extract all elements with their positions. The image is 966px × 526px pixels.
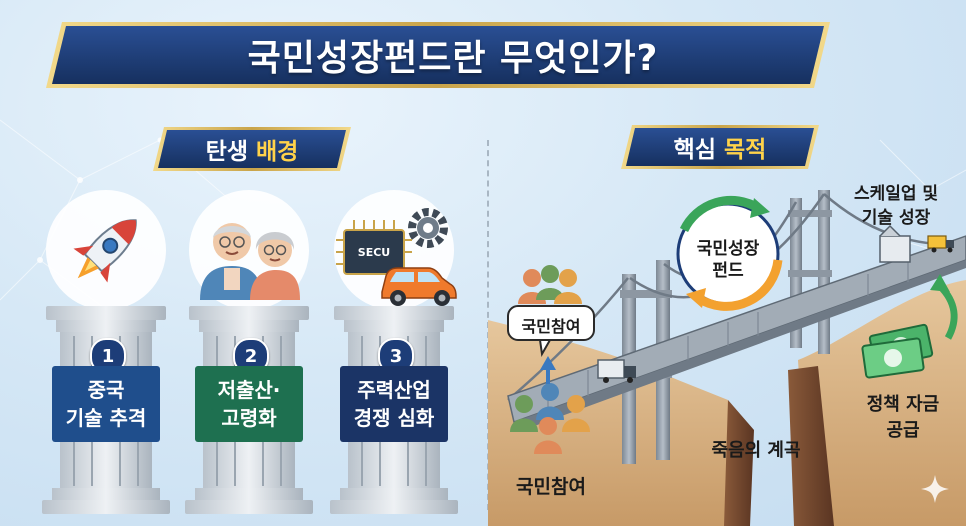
page-title: 국민성장펀드란 무엇인가? (247, 38, 659, 79)
chip-icon (336, 220, 412, 275)
fund-label-line: 펀드 (712, 261, 744, 281)
participants-icon (510, 356, 590, 454)
scaleup-label-line: 기술 성장 (861, 208, 931, 228)
title-banner (46, 22, 830, 88)
people-group-icon (518, 265, 582, 304)
rocket-icon (73, 219, 137, 283)
fund-label-line: 국민성장 (696, 239, 760, 259)
gear-icon (408, 208, 448, 248)
scaleup-truck-icon (927, 235, 954, 253)
participation-bubble-shape (507, 305, 595, 358)
pillar-label-line: 주력산업 (357, 378, 431, 402)
elderly-couple-icon (200, 223, 300, 300)
chip-car-gear-icon (336, 208, 457, 306)
bridge-illustration (488, 190, 966, 526)
scaleup-label: 스케일업 및 기술 성장 (836, 182, 956, 230)
section-tag-purpose (621, 125, 819, 169)
pillar-label-1: 중국 기술 추격 (52, 366, 160, 442)
section-tag-accent: 배경 (256, 139, 299, 165)
participation-bubble: 국민참여 (521, 317, 581, 336)
pillar-label-line: 기술 추격 (65, 406, 147, 430)
participation-caption: 국민참여 (516, 476, 586, 498)
pillar-label-3: 주력산업 경쟁 심화 (340, 366, 448, 442)
section-tag-accent: 목적 (724, 137, 767, 163)
sparkle-icon (921, 475, 949, 503)
policy-label: 정책 자금 공급 (850, 392, 956, 444)
chip-label: SECU (357, 245, 391, 259)
policy-label-line: 공급 (886, 420, 920, 441)
factory-icon (879, 224, 911, 263)
fund-label: 국민성장 펀드 (682, 238, 774, 282)
section-tag-background (153, 127, 351, 171)
fund-cycle-icon (676, 195, 783, 311)
section-tag-background-label: 탄생 배경 (152, 126, 352, 172)
pillar-label-2: 저출산· 고령화 (195, 366, 303, 442)
left-cliff (488, 320, 740, 526)
scaleup-label-line: 스케일업 및 (853, 184, 939, 204)
policy-label-line: 정책 자금 (866, 394, 940, 415)
pillar-label-line: 경쟁 심화 (353, 406, 435, 430)
car-icon (381, 267, 457, 306)
pillar-label-line: 고령화 (221, 406, 277, 430)
section-tag-main: 탄생 (205, 139, 248, 165)
pillar-label-line: 저출산· (217, 378, 281, 402)
money-icon (861, 274, 958, 379)
section-tag-purpose-label: 핵심 목적 (620, 124, 820, 170)
valley-label: 죽음의 계곡 (711, 440, 801, 461)
pillar-label-line: 중국 (87, 378, 125, 402)
section-tag-main: 핵심 (673, 137, 716, 163)
truck-icon (597, 359, 636, 383)
